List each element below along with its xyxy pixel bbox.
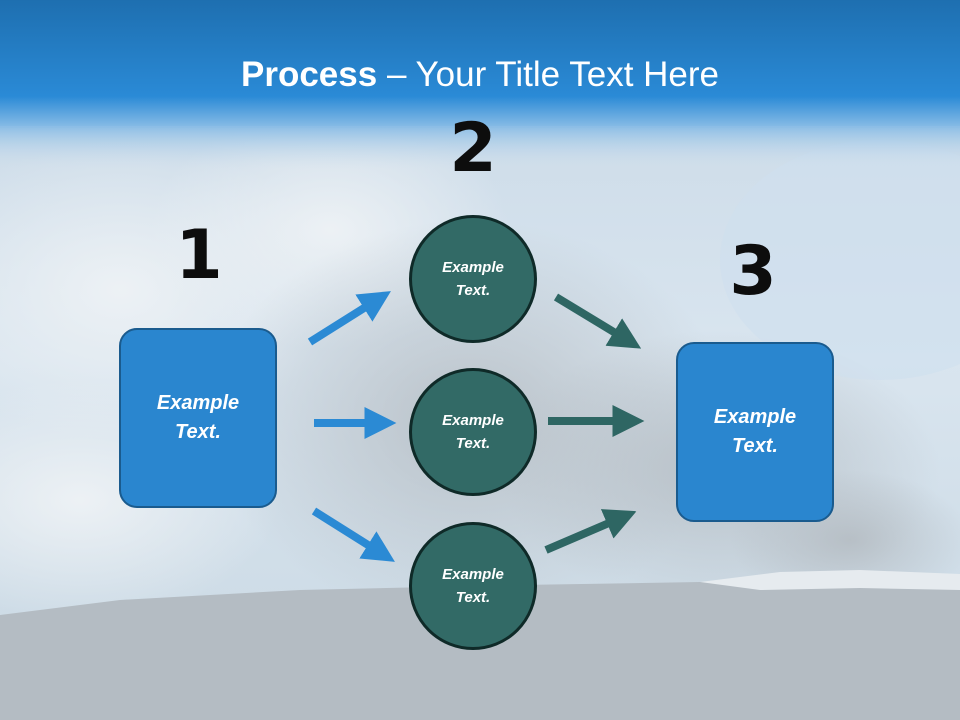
slide-title: Process – Your Title Text Here [0,52,960,98]
middle-circle-center: Example Text. [409,368,537,496]
end-box-label: Example Text. [713,406,797,457]
middle-circle-center-label: Example Text. [442,412,504,452]
step-number-3: 3 [729,232,777,311]
middle-circle-bottom-label: Example Text. [442,566,504,606]
step-number-2: 2 [449,109,497,188]
start-box-label: Example Text. [156,392,240,443]
arrow-bottom-to-end [544,509,637,554]
middle-circle-top-label: Example Text. [442,259,504,299]
step-number-1: 1 [175,216,223,295]
arrow-start-to-top [307,291,391,346]
arrow-top-to-end [553,293,642,349]
end-box: Example Text. [676,342,834,522]
start-box: Example Text. [119,328,277,508]
arrow-start-to-bottom [311,507,395,562]
middle-circle-bottom: Example Text. [409,522,537,650]
middle-circle-top: Example Text. [409,215,537,343]
title-bold: Process [241,55,378,94]
title-rest: – Your Title Text Here [377,55,719,94]
